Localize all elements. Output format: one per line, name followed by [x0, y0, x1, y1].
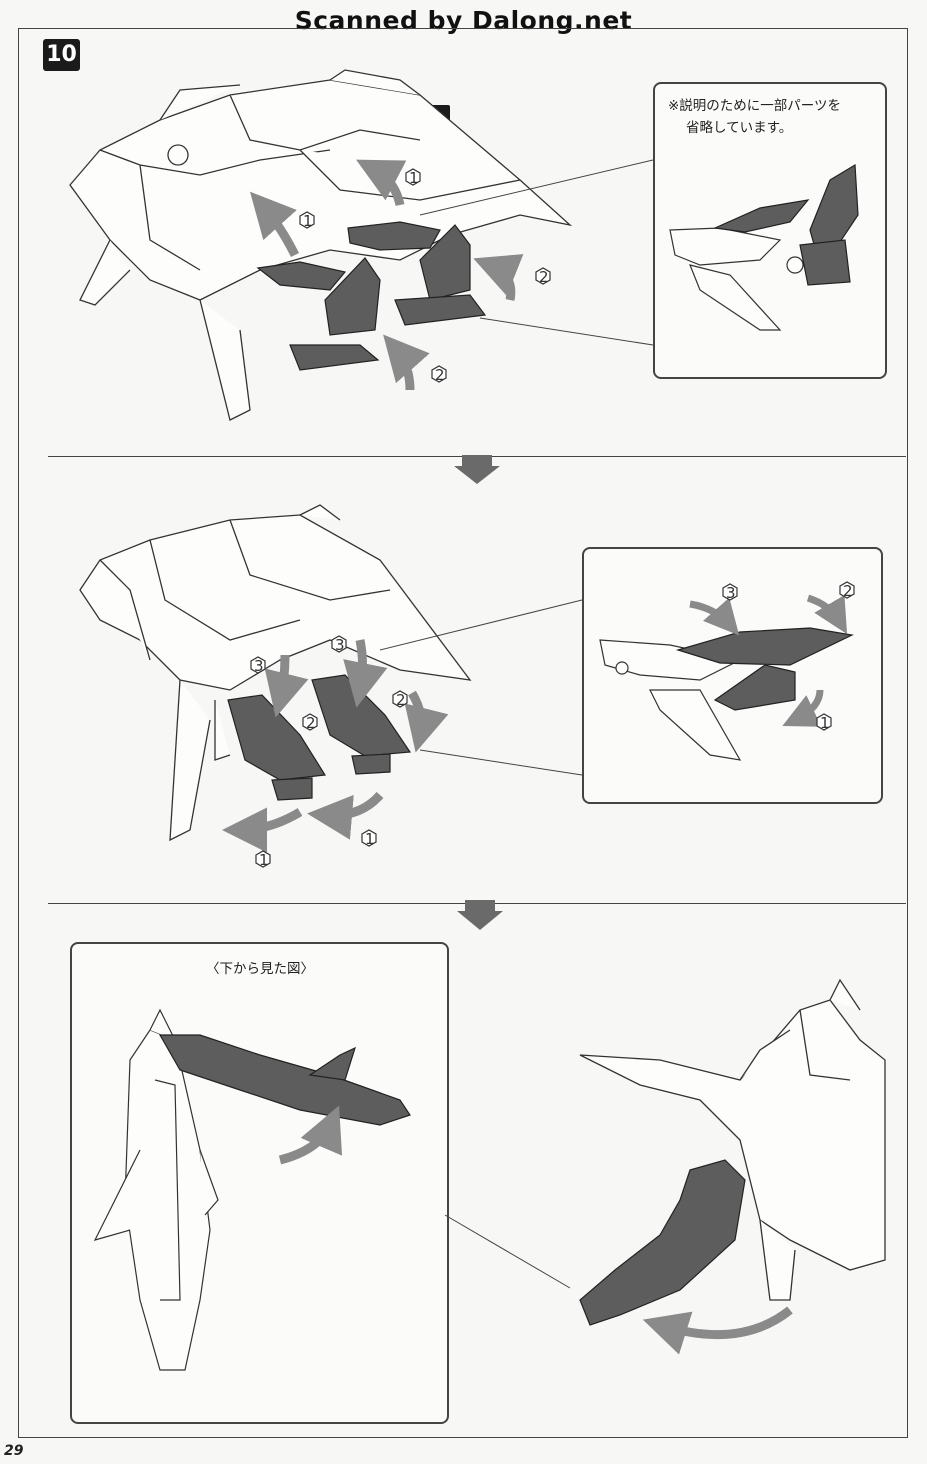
middle-arrows: [222, 639, 449, 853]
omission-note: ※説明のために一部パーツを 省略しています。: [668, 95, 878, 139]
top-inset-grey-parts: [712, 163, 859, 286]
top-highlight-parts: [256, 221, 487, 371]
bottom-right-mecha: [579, 978, 886, 1301]
down-arrow-2: [457, 900, 503, 930]
page-number: 29: [4, 1443, 24, 1459]
middle-inset-detail: [599, 639, 742, 761]
middle-callout-1a: 1: [259, 851, 269, 869]
bottom-right-arrow: [642, 1306, 793, 1355]
middle-callout-3b: 3: [335, 636, 345, 654]
middle-inset-badges: [722, 581, 855, 731]
top-callout-1b: 1: [409, 169, 419, 187]
top-callout-2a: 2: [539, 268, 549, 286]
page-frame-left: [18, 28, 19, 1438]
top-leader-lines: [419, 159, 654, 346]
middle-inset-grey-parts: [675, 627, 854, 711]
scanner-watermark: Scanned by Dalong.net: [294, 6, 633, 35]
step-number-badge: 10: [43, 39, 80, 71]
inset-callout-3: 3: [726, 584, 736, 602]
page-frame-bottom: [18, 1437, 908, 1438]
top-inset-detail: [669, 227, 804, 331]
top-arrows: [249, 159, 524, 391]
top-callout-1a: 1: [303, 212, 313, 230]
page-frame-right: [907, 28, 908, 1438]
header-rule: [18, 28, 908, 29]
bottom-leader-lines: [444, 1214, 571, 1289]
omission-note-line1: ※説明のために一部パーツを: [668, 98, 842, 114]
middle-callout-1b: 1: [365, 830, 375, 848]
bottom-right-grey-booster: [579, 1159, 746, 1326]
middle-inset-arrows: [689, 594, 848, 727]
inset-callout-2: 2: [843, 582, 853, 600]
bottom-view-arrow: [278, 1105, 343, 1165]
middle-mecha-illustration: [79, 504, 472, 842]
bottom-view-mecha: [93, 1008, 219, 1371]
middle-detail-inset: [582, 547, 883, 804]
middle-highlight-parts: [227, 674, 412, 801]
bottom-view-label: 〈下から見た図〉: [206, 961, 314, 977]
middle-callout-3a: 3: [254, 657, 264, 675]
top-callout-badges: [299, 168, 551, 383]
inset-callout-1: 1: [820, 714, 830, 732]
down-arrow-1: [454, 455, 500, 484]
bottom-view-grey-booster: [158, 1034, 411, 1126]
middle-leader-lines: [379, 599, 583, 776]
middle-callout-badges: [250, 635, 408, 868]
omission-note-line2: 省略しています。: [686, 120, 793, 136]
top-callout-2b: 2: [435, 366, 445, 384]
middle-callout-2a: 2: [306, 714, 316, 732]
middle-callout-2b: 2: [396, 691, 406, 709]
